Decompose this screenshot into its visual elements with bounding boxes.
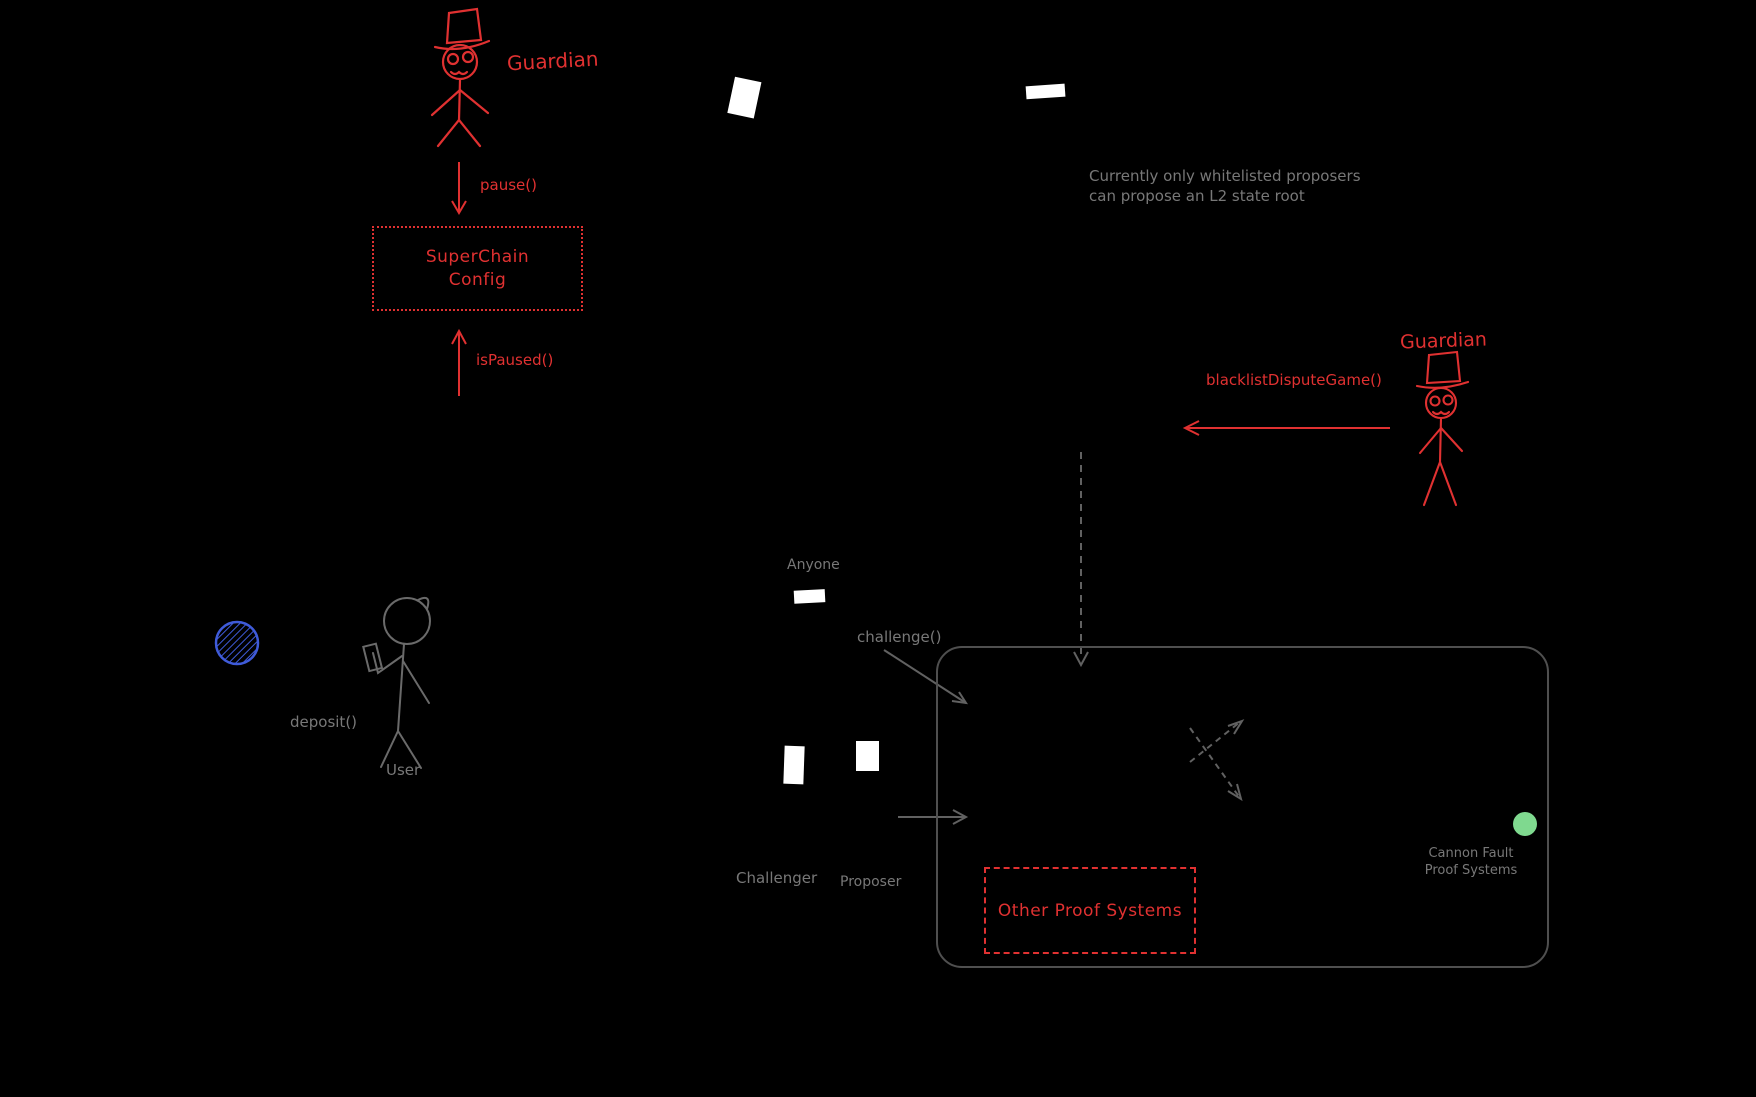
user-figure xyxy=(362,596,431,769)
superchain-config-label-line1: SuperChain xyxy=(425,247,530,267)
guardian-top-label: Guardian xyxy=(506,46,600,76)
challenger-document-icon xyxy=(783,745,805,785)
cannon-note-line2: Proof Systems xyxy=(1424,863,1518,878)
user-label: User xyxy=(386,761,421,779)
superchain-config-box: SuperChain Config xyxy=(372,226,583,311)
coin-icon xyxy=(214,620,260,666)
challenge-label: challenge() xyxy=(857,628,942,646)
anyone-label: Anyone xyxy=(787,557,840,573)
guardian-right-figure xyxy=(1415,350,1470,507)
branch-dashed-arrow-up xyxy=(1189,719,1245,763)
ispaused-label: isPaused() xyxy=(476,351,554,369)
anyone-document-icon xyxy=(793,589,826,604)
cannon-note-line1: Cannon Fault xyxy=(1428,846,1514,861)
other-proof-systems-label: Other Proof Systems xyxy=(997,900,1183,921)
document-icon-top-left xyxy=(727,76,762,119)
proposer-label: Proposer xyxy=(840,874,902,890)
proof-systems-container-box xyxy=(936,646,1549,968)
challenger-label: Challenger xyxy=(736,869,818,887)
whitelist-note-line1: Currently only whitelisted proposers xyxy=(1089,167,1361,185)
guardian-top-figure xyxy=(430,7,491,148)
proposer-document-icon xyxy=(856,741,879,771)
ispaused-arrow xyxy=(451,328,467,396)
guardian-right-label: Guardian xyxy=(1399,328,1488,354)
challenge-arrow xyxy=(883,649,969,705)
branch-dashed-arrow-down xyxy=(1189,727,1243,802)
other-proof-systems-box: Other Proof Systems xyxy=(984,867,1196,954)
document-icon-top-right xyxy=(1025,83,1066,100)
blacklist-arrow xyxy=(1182,420,1390,436)
blacklist-label: blacklistDisputeGame() xyxy=(1206,371,1382,389)
pause-label: pause() xyxy=(480,176,537,194)
dispute-game-dashed-arrow xyxy=(1073,452,1089,668)
deposit-label: deposit() xyxy=(290,713,358,731)
cannon-note: Cannon Fault Proof Systems xyxy=(1408,845,1534,879)
whitelist-note-line2: can propose an L2 state root xyxy=(1089,187,1305,205)
whitelist-note: Currently only whitelisted proposers can… xyxy=(1089,166,1361,206)
propose-arrow xyxy=(898,809,969,825)
pause-arrow xyxy=(451,162,467,215)
cannon-status-dot xyxy=(1513,812,1537,836)
superchain-config-label-line2: Config xyxy=(448,270,507,290)
